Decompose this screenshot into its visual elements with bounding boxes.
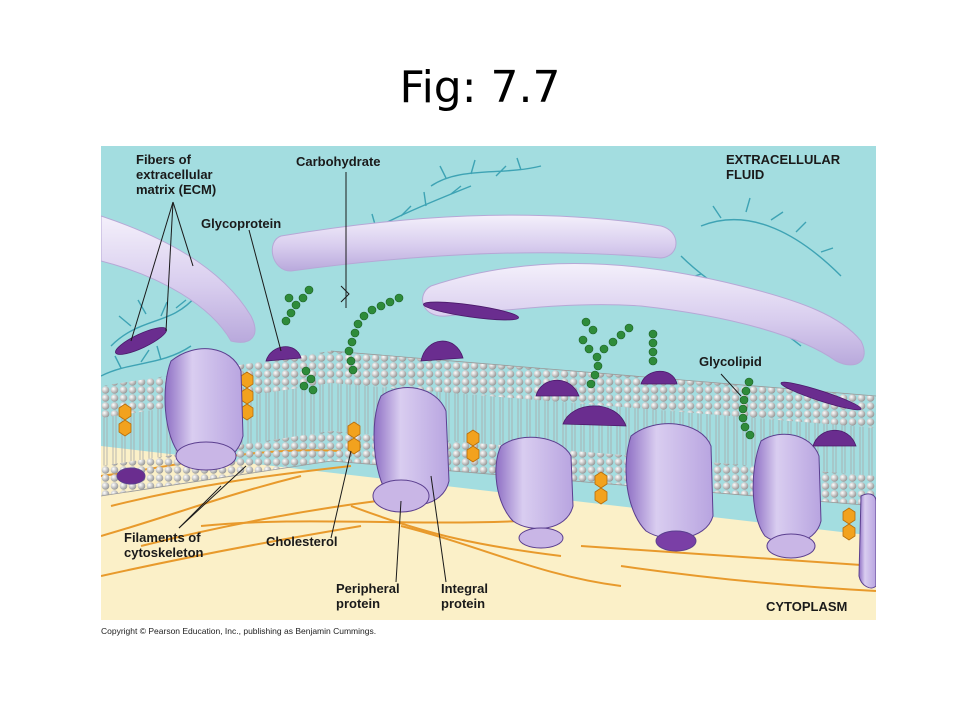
carbohydrate-chains [281,285,755,440]
label-leader-lines [130,172,742,583]
label-ecm-line3: matrix (ECM) [136,182,216,197]
label-filaments-line2: cytoskeleton [124,545,204,560]
label-filaments-line1: Filaments of [124,530,201,545]
label-integral-line1: Integral [441,581,488,596]
label-extracellular-line2: FLUID [726,167,764,182]
copyright-notice: Copyright © Pearson Education, Inc., pub… [101,626,377,636]
glyco-heads [115,301,862,447]
label-peripheral-line2: protein [336,596,380,611]
integral-proteins [116,348,876,589]
label-peripheral-line1: Peripheral [336,581,400,596]
cytoplasm-region [101,446,876,620]
label-cytoplasm: CYTOPLASM [766,599,847,614]
ecm-fibers [101,214,865,366]
label-glycolipid: Glycolipid [699,354,762,369]
slide-title: Fig: 7.7 [399,62,561,113]
cholesterol-molecules [118,371,856,541]
diagram-labels: Fibers of extracellular matrix (ECM) Car… [124,152,847,614]
label-extracellular-line1: EXTRACELLULAR [726,152,841,167]
membrane-diagram: Fibers of extracellular matrix (ECM) Car… [101,146,876,620]
label-carbohydrate: Carbohydrate [296,154,381,169]
label-ecm-line2: extracellular [136,167,213,182]
label-cholesterol: Cholesterol [266,534,338,549]
label-glycoprotein: Glycoprotein [201,216,281,231]
label-integral-line2: protein [441,596,485,611]
label-ecm-line1: Fibers of [136,152,192,167]
